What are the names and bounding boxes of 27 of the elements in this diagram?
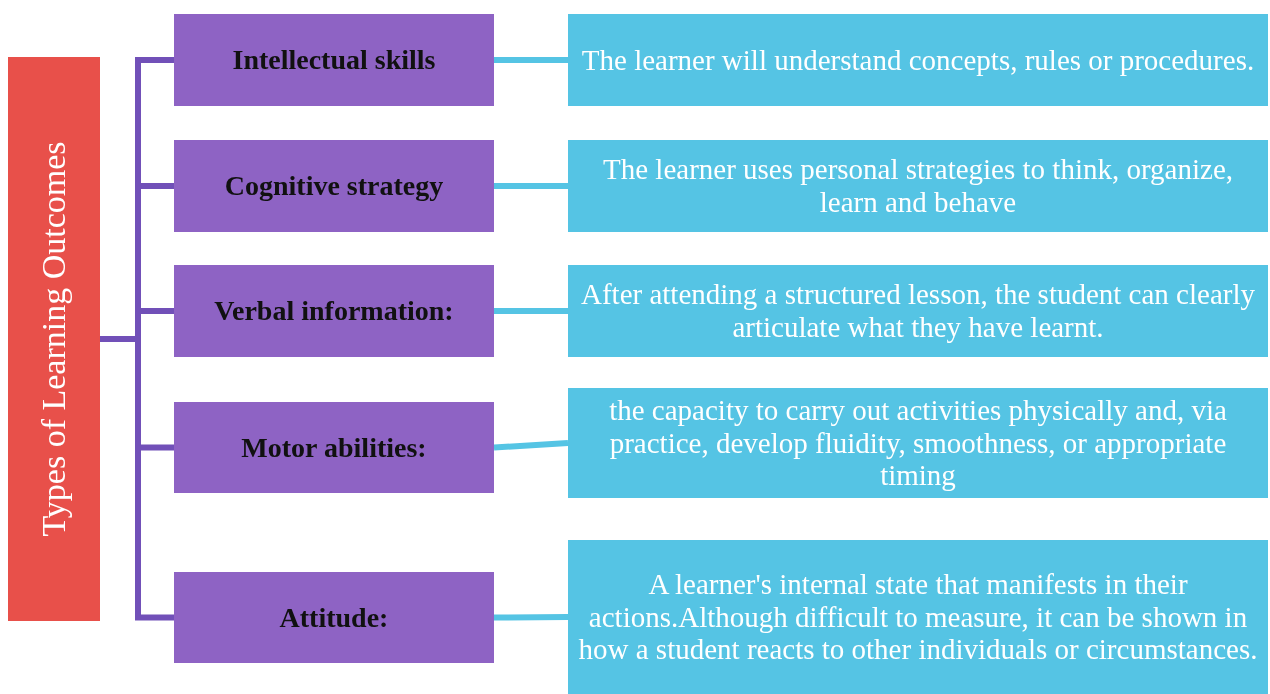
- title-box: [8, 57, 100, 621]
- category-box: [174, 14, 494, 106]
- description-box: [568, 388, 1268, 498]
- category-box: [174, 140, 494, 232]
- connector-line: [494, 308, 568, 314]
- description-text: The learner uses personal strategies to think, organize, learn and behave: [602, 153, 1234, 219]
- category-label: Verbal information:: [214, 295, 454, 327]
- title-text: Types of Learning Outcomes: [35, 141, 73, 537]
- description-box: [568, 14, 1268, 106]
- category-label: Intellectual skills: [232, 44, 436, 76]
- category-label: Cognitive strategy: [224, 170, 444, 202]
- connector-line: [493, 614, 569, 621]
- description-box: [568, 140, 1268, 232]
- description-text: the capacity to carry out activities physically and, via practice, develop fluidity, smoothness, or appropriate timing: [608, 393, 1228, 493]
- category-box: [174, 572, 494, 663]
- category-label: Attitude:: [279, 601, 389, 634]
- category-label: Motor abilities:: [241, 431, 427, 464]
- category-box: [174, 402, 494, 493]
- description-box: [568, 540, 1268, 694]
- description-text: After attending a structured lesson, the student can clearly articulate what they have learnt.: [580, 278, 1256, 344]
- description-box: [568, 265, 1268, 357]
- description-text: A learner's internal state that manifests in their actions.Although difficult to measure, it can be shown in how a student reacts to other individuals or circumstances.: [577, 567, 1259, 667]
- description-text: The learner will understand concepts, rules or procedures.: [581, 43, 1255, 77]
- connector-line: [494, 57, 568, 63]
- category-box: [174, 265, 494, 357]
- connector-line: [493, 440, 569, 451]
- connector-line: [494, 183, 568, 189]
